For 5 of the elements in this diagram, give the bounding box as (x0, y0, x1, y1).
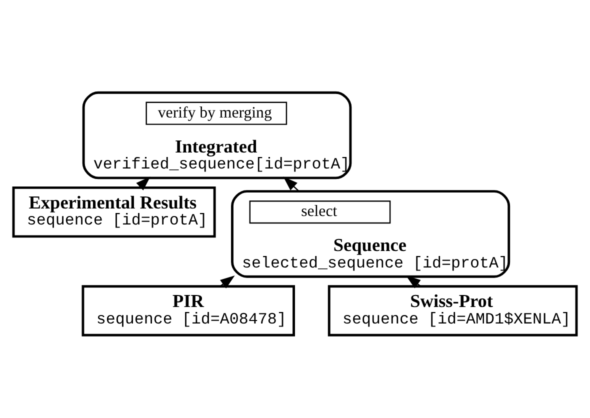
node-box: select (249, 200, 391, 224)
node-box: PIR sequence [id=A08478] (82, 285, 295, 336)
arrow (406, 276, 422, 288)
node-box: Swiss-Prot sequence [id=AMD1$XENLA] (328, 285, 578, 336)
node-box: verify by merging (146, 102, 288, 125)
